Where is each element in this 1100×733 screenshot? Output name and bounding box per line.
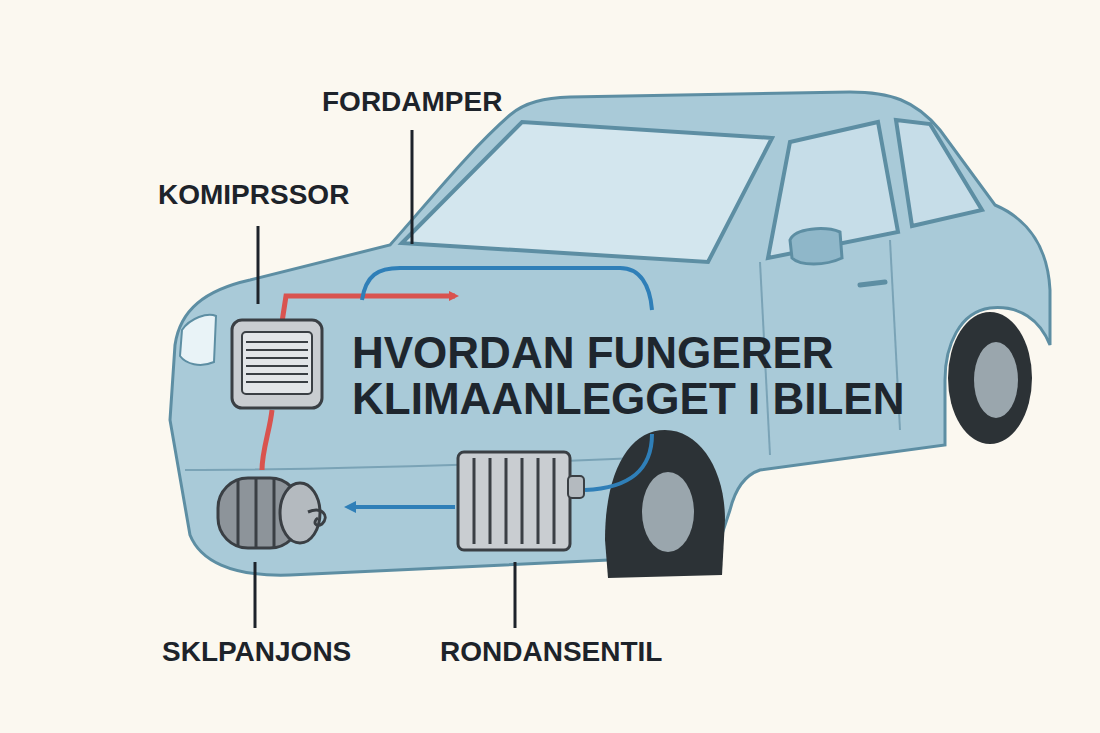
diagram-title: HVORDAN FUNGERER KLIMAANLEGGET I BILEN: [352, 330, 937, 422]
condenser-icon: [458, 452, 584, 550]
part-label: FORDAMPER: [322, 87, 502, 116]
part-label: SKLPANJONS: [162, 637, 351, 666]
leader-line: [411, 130, 414, 244]
cold-line-arrow: [350, 505, 455, 509]
front-hub: [642, 472, 694, 552]
windshield: [402, 122, 772, 262]
part-label: KOMIPRSSOR: [158, 180, 349, 209]
expansion-icon: [218, 478, 325, 548]
rear-window: [896, 120, 982, 226]
leader-line: [254, 562, 257, 628]
mirror: [790, 229, 842, 264]
front-wheel: [605, 430, 725, 578]
part-label: RONDANSENTIL: [440, 637, 662, 666]
headlight: [180, 315, 216, 365]
door-handle: [860, 282, 885, 285]
leader-line: [514, 562, 517, 628]
cold-line: [362, 268, 652, 310]
rear-wheel: [948, 312, 1032, 444]
compressor-icon: [232, 320, 322, 408]
rear-hub: [974, 342, 1018, 418]
hot-line-arrow: [282, 296, 455, 322]
leader-line: [257, 226, 260, 304]
hot-line: [262, 410, 272, 470]
cold-line: [585, 434, 652, 490]
